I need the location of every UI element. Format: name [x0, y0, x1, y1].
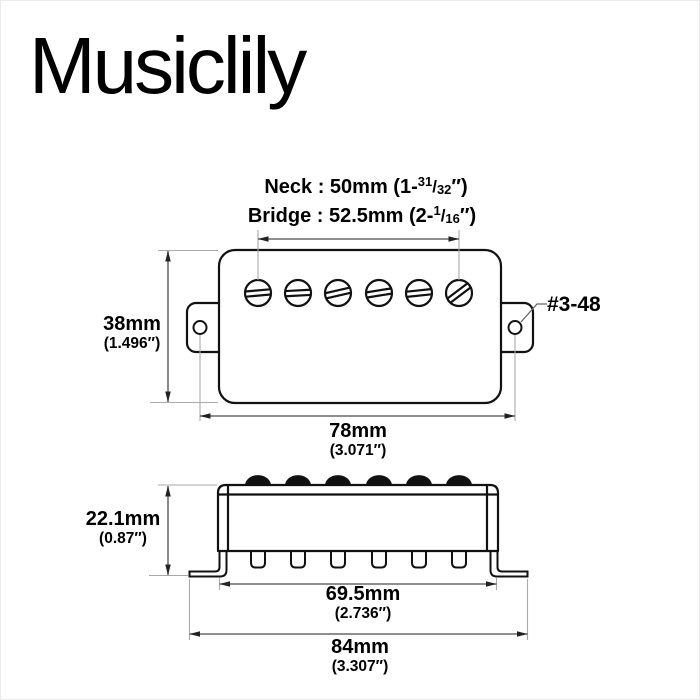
width-dimension-78mm — [199, 335, 516, 421]
mounting-hole-left — [192, 320, 208, 335]
height-38mm-label: 38mm (1.496″) — [103, 313, 161, 353]
height-dimension-221mm — [149, 484, 217, 577]
pole-spacing-dimension — [257, 230, 460, 280]
bridge-fraction-slash: / — [440, 206, 446, 225]
width-84mm-value: 84mm — [331, 636, 389, 658]
neck-spacing-suffix: ″) — [451, 176, 468, 198]
neck-fraction-denominator: 32 — [436, 182, 452, 197]
height-221mm-inch: (0.87″) — [99, 530, 147, 547]
screw-leader-line — [520, 303, 547, 323]
height-221mm-value: 22.1mm — [85, 508, 161, 530]
pole-dome-2 — [284, 475, 312, 487]
height-dimension-38mm — [150, 249, 218, 404]
width-78mm-label: 78mm (3.071″) — [329, 420, 387, 460]
pole-piece-5 — [404, 278, 434, 308]
pole-leg-3 — [330, 550, 346, 569]
width-dimension-695mm — [218, 578, 498, 590]
bridge-spacing-text: Bridge : 52.5mm (2- — [247, 205, 434, 227]
bridge-spacing-suffix: ″) — [459, 205, 477, 227]
neck-spacing-text: Neck : 50mm (1- — [264, 176, 418, 198]
height-38mm-inch: (1.496″) — [103, 335, 161, 352]
neck-spacing-label: Neck : 50mm (1-31/32″) — [264, 174, 467, 199]
mounting-screw-label: #3-48 — [547, 293, 601, 316]
pole-leg-5 — [411, 550, 427, 569]
brand-logo: Musiclily — [29, 21, 307, 110]
pole-dome-4 — [365, 475, 393, 487]
width-78mm-inch: (3.071″) — [329, 442, 387, 459]
pole-leg-2 — [290, 550, 306, 569]
bridge-fraction-numerator: 1 — [433, 203, 441, 218]
bridge-fraction-denominator: 16 — [445, 211, 460, 226]
mounting-bracket-left — [188, 550, 228, 578]
pole-dome-6 — [445, 475, 473, 487]
pole-dome-5 — [405, 475, 433, 487]
pole-leg-1 — [250, 550, 266, 569]
pole-dome-3 — [324, 475, 352, 487]
pole-dome-1 — [244, 475, 272, 487]
neck-fraction-slash: / — [432, 177, 437, 196]
pole-piece-2 — [283, 278, 313, 308]
pole-piece-6 — [444, 278, 474, 308]
mounting-hole-right — [507, 320, 523, 335]
side-view — [149, 475, 529, 640]
pole-leg-4 — [371, 550, 387, 569]
pole-leg-6 — [451, 550, 467, 569]
pole-piece-4 — [364, 278, 394, 308]
width-78mm-value: 78mm — [329, 420, 387, 442]
mounting-bracket-right — [489, 550, 529, 578]
width-84mm-inch: (3.307″) — [331, 658, 389, 675]
top-view — [150, 230, 547, 421]
pickup-body-side — [216, 483, 500, 553]
neck-fraction-numerator: 31 — [417, 174, 433, 189]
height-38mm-value: 38mm — [103, 313, 161, 335]
bridge-spacing-label: Bridge : 52.5mm (2-1/16″) — [248, 203, 476, 228]
width-695mm-value: 69.5mm — [325, 583, 401, 605]
pole-piece-3 — [323, 278, 353, 308]
width-695mm-label: 69.5mm (2.736″) — [325, 583, 401, 623]
width-dimension-84mm — [188, 579, 529, 640]
pole-piece-1 — [243, 278, 273, 308]
width-84mm-label: 84mm (3.307″) — [331, 636, 389, 676]
width-695mm-inch: (2.736″) — [334, 605, 392, 622]
height-221mm-label: 22.1mm (0.87″) — [85, 508, 161, 548]
